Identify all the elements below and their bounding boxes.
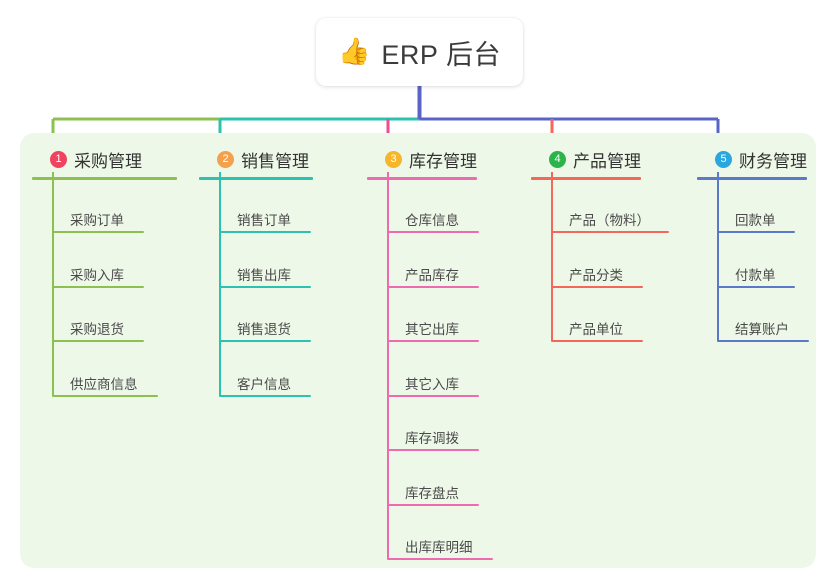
branch-underline-2 (199, 177, 313, 180)
branch-items-3: 仓库信息产品库存其它出库其它入库库存调拨库存盘点出库库明细 (387, 172, 493, 567)
branch-item-label: 销售退货 (237, 322, 291, 337)
branch-item-stem (387, 394, 389, 450)
branch-item-underline (52, 231, 144, 233)
branch-item-stem (551, 285, 553, 341)
thumbs-up-icon: 👍 (338, 37, 371, 67)
branch-item-underline (387, 231, 479, 233)
branch-item-label: 回款单 (735, 213, 776, 228)
branch-column-1: 1 采购管理采购订单采购入库采购退货供应商信息 (32, 146, 177, 404)
branch-underline-3 (367, 177, 477, 180)
branch-item-stem (387, 503, 389, 559)
branch-underline-1 (32, 177, 177, 180)
branch-item-stem (52, 285, 54, 341)
branch-item-stem (52, 172, 54, 232)
branch-items-2: 销售订单销售出库销售退货客户信息 (219, 172, 313, 404)
branch-item-underline (717, 285, 795, 288)
branch-title-5: 财务管理 (739, 151, 807, 171)
branch-item-label: 仓库信息 (405, 213, 459, 228)
branch-item-underline (219, 285, 311, 288)
branch-item-underline (387, 285, 479, 288)
branch-underline-4 (531, 177, 641, 180)
branch-item-label: 产品分类 (569, 267, 623, 283)
branch-item-stem (387, 285, 389, 341)
branch-item-stem (219, 340, 221, 396)
branch-item-label: 供应商信息 (70, 376, 138, 392)
branch-item-underline (387, 558, 493, 560)
branch-item-stem (52, 340, 54, 396)
branch-title-2: 销售管理 (241, 151, 309, 171)
root-node-label: ERP 后台 (381, 39, 501, 70)
branch-item-underline (387, 449, 479, 451)
branch-item-underline (52, 285, 144, 288)
branch-item-label: 产品（物料） (569, 213, 650, 228)
branch-underline-5 (697, 177, 807, 180)
root-node[interactable]: 👍 ERP 后台 (316, 18, 523, 86)
branch-item-label: 采购入库 (70, 267, 124, 283)
branch-item-label: 销售订单 (237, 213, 291, 228)
branch-item-label: 库存盘点 (405, 485, 459, 501)
branch-item-underline (551, 340, 643, 342)
branch-item-underline (52, 394, 158, 397)
branch-item-stem (219, 231, 221, 287)
branch-item-label: 产品库存 (405, 267, 459, 283)
branch-header-4[interactable]: 4 产品管理 (531, 146, 641, 172)
branch-header-1[interactable]: 1 采购管理 (32, 146, 177, 172)
branch-item-stem (717, 231, 719, 287)
branch-item-label: 采购订单 (70, 213, 124, 228)
branch-item-underline (387, 394, 479, 397)
branch-column-2: 2 销售管理销售订单销售出库销售退货客户信息 (199, 146, 313, 404)
branch-item-label: 其它出库 (405, 322, 459, 337)
branch-items-1: 采购订单采购入库采购退货供应商信息 (52, 172, 177, 404)
branch-item-underline (219, 340, 311, 342)
branch-item-label: 客户信息 (237, 376, 291, 392)
branch-badge-4: 4 (549, 150, 566, 168)
branch-badge-1: 1 (50, 150, 67, 168)
branch-item-stem (551, 172, 553, 232)
branch-header-5[interactable]: 5 财务管理 (697, 146, 807, 172)
branch-column-5: 5 财务管理回款单付款单结算账户 (697, 146, 809, 349)
branch-item-stem (387, 172, 389, 232)
branch-item-underline (387, 503, 479, 506)
branch-item-underline (52, 340, 144, 342)
branch-title-4: 产品管理 (573, 151, 641, 171)
branch-badge-5: 5 (715, 150, 732, 168)
branch-item-underline (717, 340, 809, 342)
branch-badge-2: 2 (217, 150, 234, 168)
branch-item-stem (219, 172, 221, 232)
branch-title-1: 采购管理 (74, 151, 142, 171)
branch-item-label: 其它入库 (405, 376, 459, 392)
branch-item-stem (387, 449, 389, 505)
branch-column-3: 3 库存管理仓库信息产品库存其它出库其它入库库存调拨库存盘点出库库明细 (367, 146, 493, 567)
branch-column-4: 4 产品管理产品（物料） 产品分类产品单位 (531, 146, 669, 349)
branch-item-label: 出库库明细 (405, 540, 473, 555)
branch-item-underline (551, 231, 669, 233)
branch-title-3: 库存管理 (409, 151, 477, 171)
branch-item-stem (717, 172, 719, 232)
branch-item-underline (551, 285, 643, 288)
branch-item-label: 产品单位 (569, 322, 623, 337)
branch-item-stem (717, 285, 719, 341)
branch-items-5: 回款单付款单结算账户 (717, 172, 809, 349)
branch-item-label: 采购退货 (70, 322, 124, 337)
branch-item-stem (551, 231, 553, 287)
branch-item-underline (219, 394, 311, 397)
branch-item-stem (52, 231, 54, 287)
branch-item-label: 销售出库 (237, 267, 291, 283)
branch-item-label: 付款单 (735, 267, 776, 283)
branch-item-stem (387, 231, 389, 287)
branch-item-underline (219, 231, 311, 233)
diagram-panel (20, 133, 816, 568)
branch-item-underline (387, 340, 479, 342)
root-node-content: 👍 ERP 后台 (338, 33, 501, 72)
branch-header-3[interactable]: 3 库存管理 (367, 146, 477, 172)
branch-badge-3: 3 (385, 150, 402, 168)
branch-header-2[interactable]: 2 销售管理 (199, 146, 313, 172)
branch-item-stem (387, 340, 389, 396)
branch-item-label: 库存调拨 (405, 431, 459, 446)
branch-item-underline (717, 231, 795, 233)
branch-item-label: 结算账户 (735, 322, 789, 337)
branch-item-stem (219, 285, 221, 341)
branch-items-4: 产品（物料） 产品分类产品单位 (551, 172, 669, 349)
